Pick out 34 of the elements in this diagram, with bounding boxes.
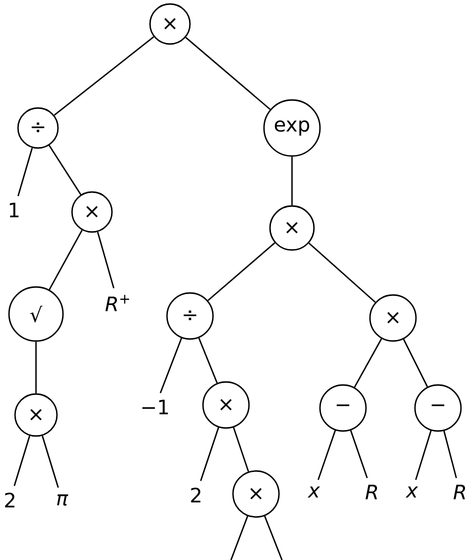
leaf-label: R <box>454 484 466 500</box>
tree-edge <box>54 36 154 116</box>
tree-edge <box>318 430 336 480</box>
leaf-label: x <box>308 486 320 498</box>
tree-edge <box>207 242 276 302</box>
tree-edge <box>160 338 182 394</box>
tree-edge <box>185 36 271 110</box>
tree-edge <box>230 516 248 560</box>
tree-edge <box>308 242 376 303</box>
leaf-label: π <box>57 494 68 506</box>
tree-edge <box>232 427 250 472</box>
tree-edge <box>402 338 428 388</box>
leaf-label: 2 <box>5 492 14 508</box>
tree-edge <box>291 156 293 206</box>
tree-edge <box>97 232 114 288</box>
tree-edge <box>354 338 382 388</box>
tree-edge <box>198 338 218 384</box>
tree-edge <box>443 430 457 478</box>
tree-edge <box>415 430 432 480</box>
tree-edge <box>48 145 82 195</box>
tree-edge <box>35 342 37 394</box>
leaf-label: 1 <box>10 202 19 218</box>
tree-edge <box>14 436 30 486</box>
tree-edge <box>264 516 283 560</box>
leaf-label: −1 <box>142 400 168 414</box>
leaf-label: 2 <box>191 488 200 502</box>
leaf-label: x <box>406 486 418 498</box>
leaf-label: R <box>366 484 378 500</box>
tree-edge <box>200 427 220 482</box>
tree-edge <box>48 230 83 290</box>
tree-edge <box>42 436 59 488</box>
leaf-label: R$^{+}$ <box>105 294 130 312</box>
tree-edge <box>17 148 33 196</box>
tree-edge <box>350 430 368 478</box>
